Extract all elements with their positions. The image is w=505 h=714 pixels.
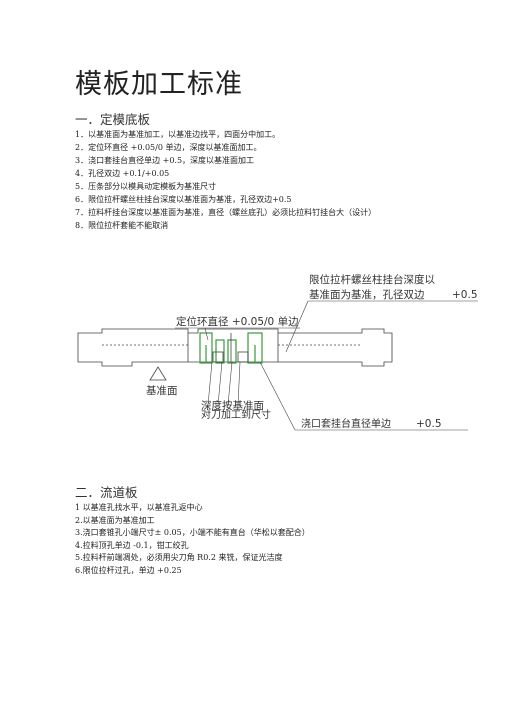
list-item: 5．压条部分以模具动定模板为基准尺寸 <box>75 182 217 191</box>
label-sprue-tolerance: +0.5 <box>416 418 442 430</box>
fixed-plate-requirements-list: 1．以基准面为基准加工，以基准边找平，四面分中加工。 2．定位环直径 +0.05… <box>75 128 376 232</box>
label-datum-surface: 基准面 <box>146 384 178 397</box>
page-title: 模板加工标准 <box>75 69 243 100</box>
list-item: 2.以基准面为基准加工 <box>75 515 155 525</box>
list-item: 3.浇口套锥孔小端尺寸± 0.05，小端不能有直台（华松以套配合） <box>75 528 310 537</box>
list-item: 6.限位拉杆过孔，单边 +0.25 <box>75 565 182 575</box>
label-tool-setting: 对刀加工到尺寸 <box>201 408 271 421</box>
list-item: 1 以基准孔找水平，以基准孔返中心 <box>75 503 203 512</box>
leader-lines <box>175 300 478 431</box>
label-locating-ring: 定位环直径 +0.05/0 单边 <box>176 315 299 328</box>
center-bores <box>212 333 249 363</box>
label-limit-rod-tolerance: +0.5 <box>452 289 478 301</box>
list-item: 4.拉料顶孔单边 -0.1，钳工绞孔 <box>75 540 189 550</box>
plate-outline <box>77 328 393 367</box>
list-item: 5.拉料杆前端凋处，必须用尖刀角 R0.2 来铣，保证光洁度 <box>75 553 283 562</box>
list-item: 1．以基准面为基准加工，以基准边找平，四面分中加工。 <box>75 130 281 139</box>
label-limit-rod-line1: 限位拉杆螺丝柱挂台深度以 <box>309 273 435 286</box>
list-item: 7．拉料杆挂台深度以基准面为基准，直径（螺丝底孔）必须比拉料钉挂台大（设计） <box>75 208 377 217</box>
list-item: 6．限位拉杆螺丝柱挂台深度以基准面为基准，孔径双边+0.5 <box>75 195 292 204</box>
list-item: 4．孔径双边 +0.1/+0.05 <box>75 169 170 178</box>
label-limit-rod-line2: 基准面为基准，孔径双边 <box>309 288 425 301</box>
section-heading-runner-plate: 二．流道板 <box>75 485 138 500</box>
label-depth-by-datum: 深度按基准面 <box>201 399 264 412</box>
runner-plate-requirements-list: 1 以基准孔找水平，以基准孔返中心 2.以基准面为基准加工 3.浇口套锥孔小端尺… <box>75 502 310 577</box>
section-heading-fixed-plate: 一．定模底板 <box>75 112 151 127</box>
label-sprue-bushing: 浇口套挂台直径单边 <box>301 417 391 430</box>
list-item: 2．定位环直径 +0.05/0 单边，深度以基准面加工。 <box>75 143 262 152</box>
datum-triangle <box>149 366 167 381</box>
list-item: 8．限位拉杆套能不能取消 <box>75 221 169 230</box>
list-item: 3．浇口套挂台直径单边 +0.5，深度以基准面加工 <box>75 156 255 165</box>
